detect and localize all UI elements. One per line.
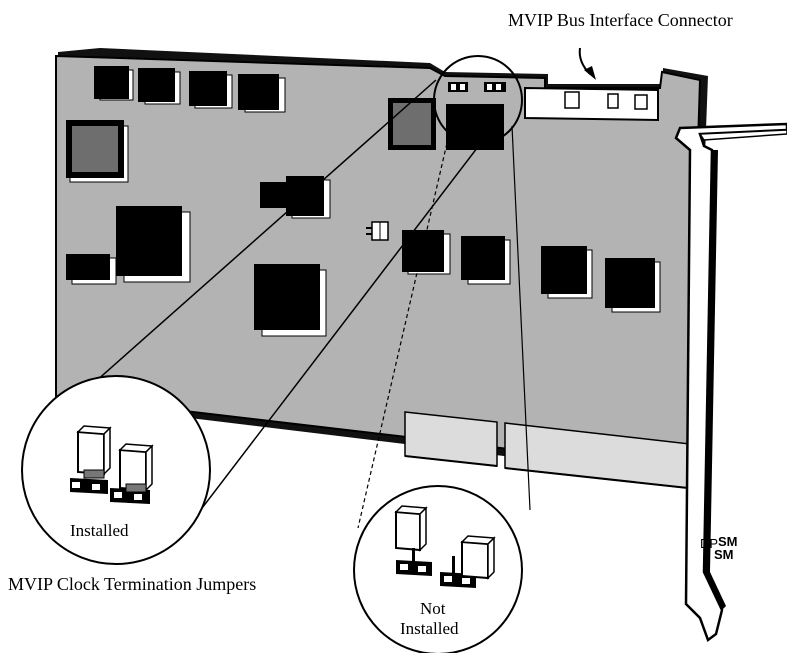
edge-connector [404,411,691,489]
jumper-installed [70,425,112,494]
jumper-not-installed [440,535,496,588]
chip [116,206,191,283]
chip [189,71,233,109]
chip [388,98,436,150]
chip [66,254,117,285]
not-installed-detail: Not Installed [353,485,523,653]
clock-jumpers-label: MVIP Clock Termination Jumpers [8,574,256,594]
not-installed-label-2: Installed [400,619,459,638]
jumper-not-installed [394,505,432,576]
bus-connector-label: MVIP Bus Interface Connector [508,10,733,30]
logo-top: SM [718,534,738,549]
chip [446,104,504,150]
chip [605,258,661,313]
logo-bottom: SM [714,547,734,562]
chip [254,264,327,337]
not-installed-label-1: Not [420,599,446,618]
chip [138,68,181,105]
chip [260,182,286,208]
chip [402,230,451,275]
mounting-bracket [674,122,787,643]
chip [286,176,331,219]
bus-arrow [578,47,596,80]
zoom-circle-board [433,55,523,145]
jumper-installed [110,443,154,504]
chips [66,66,661,337]
installed-detail: Installed [21,375,211,565]
chip [66,120,129,183]
installed-label: Installed [70,521,129,540]
board-jumpers [448,82,506,92]
logo-prefix: DP [700,536,718,551]
bracket-logo: DP SM SM [700,534,738,562]
chip [94,66,134,101]
chip [238,74,286,113]
mvip-bus-connector [524,86,659,122]
chip [541,246,593,299]
small-component [366,221,389,241]
chip [461,236,511,285]
